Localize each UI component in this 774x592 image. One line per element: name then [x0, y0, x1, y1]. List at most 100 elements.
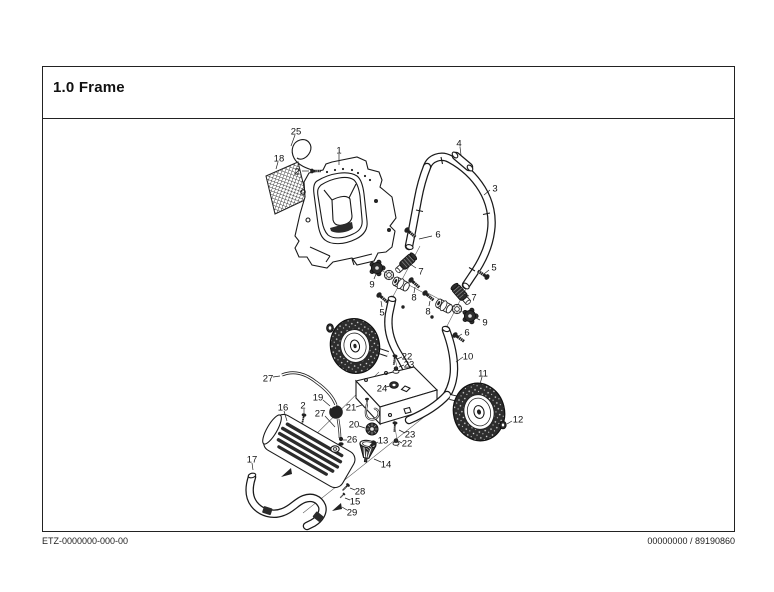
leader-line: [358, 425, 366, 429]
callout-9: 9: [482, 317, 487, 328]
bracket-part: [364, 403, 380, 421]
base-plate-part: [354, 366, 439, 426]
leader-line: [322, 399, 331, 407]
leader-line: [349, 487, 356, 491]
callout-1: 1: [336, 145, 341, 156]
leader-line: [372, 441, 379, 446]
grommet-part: [389, 381, 399, 389]
leader-line: [409, 263, 417, 269]
leader-line: [456, 333, 463, 338]
leader-line: [398, 429, 406, 434]
callout-13: 13: [378, 435, 389, 446]
callout-18: 18: [274, 153, 285, 164]
wire-loop-part: [291, 139, 319, 173]
callout-10: 10: [463, 351, 474, 362]
leader-line: [483, 189, 491, 196]
callout-6: 6: [464, 327, 469, 338]
callout-19: 19: [313, 392, 324, 403]
callout-8: 8: [425, 306, 430, 317]
callout-11: 11: [478, 368, 488, 379]
callout-21: 21: [346, 402, 357, 413]
leader-line: [479, 376, 483, 385]
leader-line: [341, 506, 348, 511]
callout-27: 27: [263, 373, 274, 384]
leader-line: [373, 458, 382, 463]
callout-23: 23: [405, 429, 416, 440]
leader-line: [506, 420, 513, 425]
lower-fasteners-group: [332, 481, 352, 511]
callout-27: 27: [315, 408, 326, 419]
leader-line: [473, 316, 481, 321]
leader-line: [380, 300, 383, 308]
callout-5: 5: [379, 307, 384, 318]
inlet-screen-part: [265, 161, 308, 215]
callout-23: 23: [404, 359, 415, 370]
callout-26: 26: [347, 434, 358, 445]
callout-7: 7: [471, 292, 476, 303]
handle-grip-part: [451, 151, 474, 172]
callout-29: 29: [347, 507, 358, 518]
fitting-part: [338, 436, 344, 446]
callout-14: 14: [381, 459, 392, 470]
callout-25: 25: [291, 126, 302, 137]
panel-cover-part: [262, 413, 356, 489]
callout-5: 5: [491, 262, 496, 273]
left-wheel-part: [329, 318, 381, 374]
hubcap-part: [326, 323, 334, 333]
ball-part: [329, 404, 343, 419]
callout-8: 8: [411, 292, 416, 303]
cap-part: [365, 422, 379, 436]
leader-line: [272, 375, 281, 378]
direction-arrow-icon: [281, 468, 292, 477]
leader-line: [290, 134, 296, 147]
engine-console-part: [294, 156, 397, 269]
callout-20: 20: [349, 419, 360, 430]
leader-line: [283, 410, 288, 422]
leader-line: [385, 385, 391, 388]
plate-fasteners-group: [364, 353, 400, 446]
callout-7: 7: [418, 266, 423, 277]
leader-line: [455, 356, 464, 363]
leader-line: [355, 404, 363, 408]
callout-22: 22: [402, 438, 413, 449]
callout-layer: 1223455667788991011121314151617181920212…: [247, 126, 524, 518]
leader-line: [344, 497, 351, 501]
leader-line: [373, 273, 377, 280]
hub-nut-part: [499, 420, 507, 430]
hose-part: [281, 371, 338, 406]
leader-line: [459, 146, 462, 156]
callout-24: 24: [377, 383, 388, 394]
callout-2: 2: [300, 400, 305, 411]
leader-line: [483, 269, 490, 275]
callout-6: 6: [435, 229, 440, 240]
leader-line: [251, 462, 254, 471]
leader-line: [396, 356, 403, 360]
leader-line: [397, 440, 403, 444]
callout-2: 2: [294, 166, 299, 177]
right-wheel-part: [452, 382, 506, 442]
footer-doc-number: ETZ-0000000-000-00: [42, 536, 129, 546]
callout-15: 15: [350, 496, 361, 507]
leader-line: [324, 415, 336, 428]
callout-16: 16: [278, 402, 289, 413]
leader-line: [418, 235, 433, 240]
footer-part-number: 00000000 / 89190860: [647, 536, 735, 546]
callout-4: 4: [456, 138, 461, 149]
callout-28: 28: [355, 486, 366, 497]
upper-handle-part: [404, 152, 496, 290]
callout-3: 3: [492, 183, 497, 194]
dip-tube-part: [336, 418, 342, 439]
callout-9: 9: [369, 279, 374, 290]
callout-22: 22: [402, 351, 413, 362]
leader-line: [413, 286, 416, 294]
lower-handle-part: [245, 472, 327, 531]
callout-12: 12: [513, 414, 524, 425]
title-bar: 1.0 Frame: [43, 67, 734, 119]
leader-line: [428, 300, 431, 307]
leader-line: [275, 161, 279, 170]
callout-17: 17: [247, 454, 258, 465]
leader-line: [462, 293, 470, 297]
section-title: 1.0 Frame: [53, 79, 125, 96]
